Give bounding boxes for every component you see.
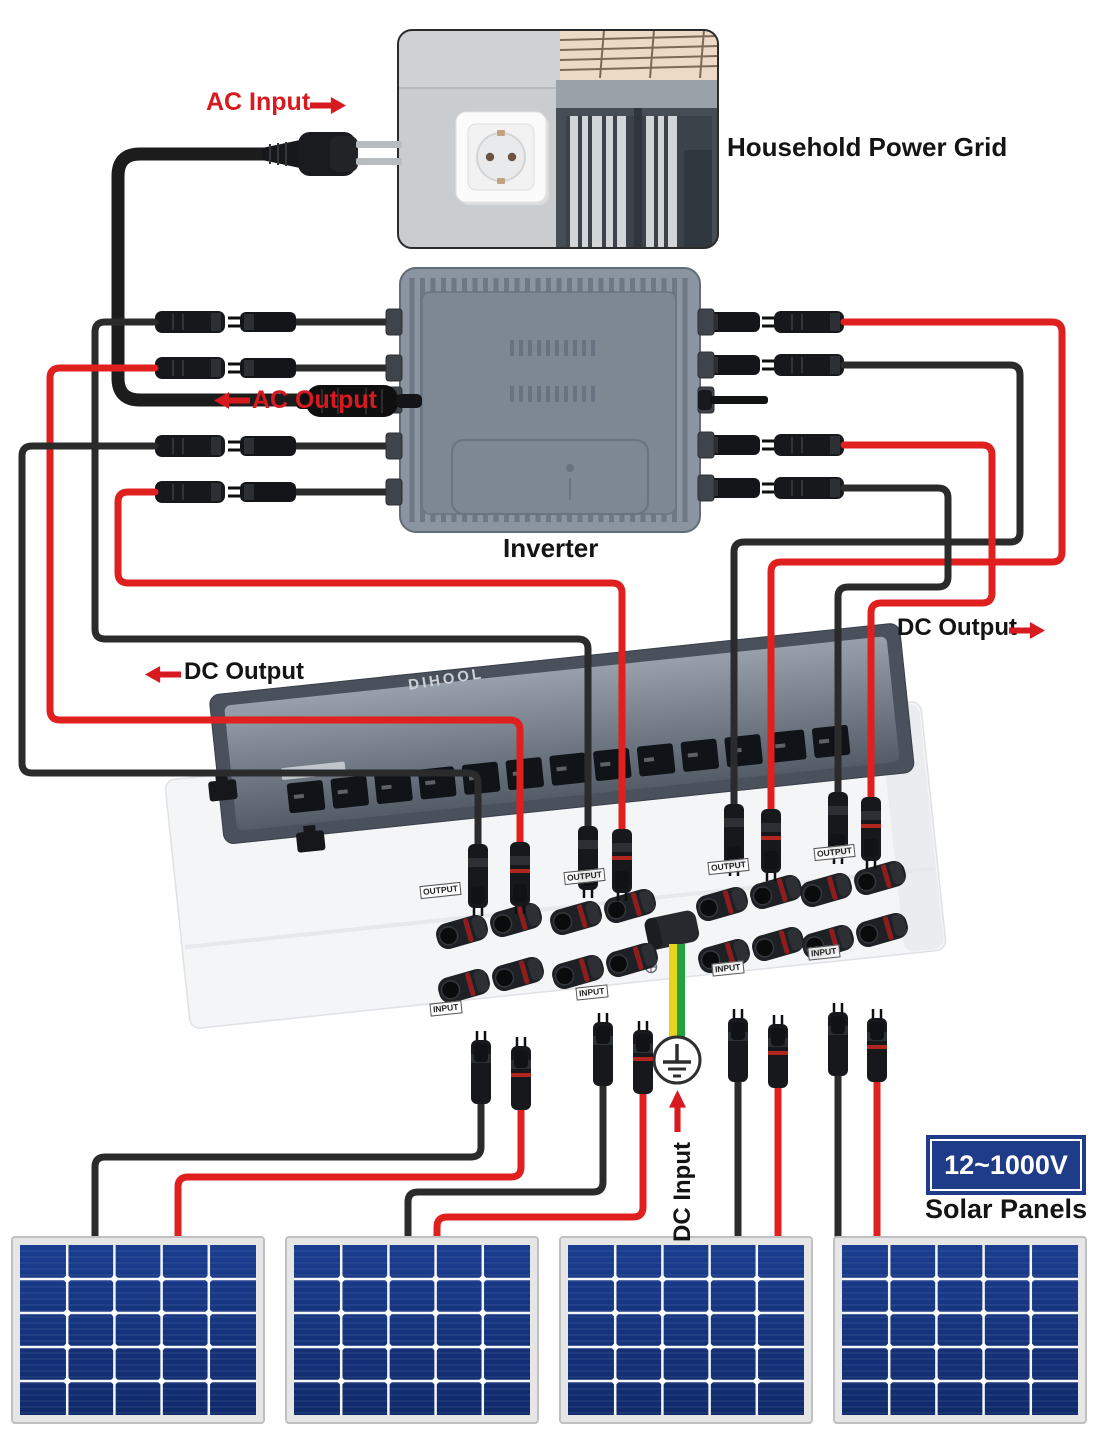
circuit-breaker [768,729,807,763]
mc4-connector [867,1009,887,1082]
ac-cable [111,147,317,407]
circuit-breaker [811,724,851,758]
bulkhead-connector [750,874,802,910]
mc4-connector [511,1037,531,1110]
mc4-connector [761,809,781,881]
mc4-connector [633,1021,653,1094]
inverter-port [697,431,715,459]
plug-prong [356,141,402,148]
solar-panel [559,1236,813,1424]
mc4-connector-pair [155,481,398,503]
bulkhead-connector [552,954,604,990]
mc4-connector [828,1003,848,1076]
bulkhead-connector [490,902,542,938]
earth-ground-icon [652,1035,702,1085]
inverter-port [697,351,715,379]
circuit-breaker [549,752,588,786]
ac-output-label: AC Output [252,386,377,414]
dc-input-label: DC Input [669,1142,696,1242]
dc-cables [18,318,1066,848]
antenna [698,390,768,410]
circuit-breaker [505,757,544,791]
circuit-breaker [286,780,326,814]
inverter-port [697,308,715,336]
bulkhead-connector [856,912,908,948]
solar-panel [11,1236,265,1424]
bulkhead-connector [800,872,852,908]
mc4-connector-pair [698,477,844,499]
mc4-connector [593,1013,613,1086]
ac-output-connector [296,385,422,417]
inverter-port [385,432,403,460]
inverter-port [385,354,403,382]
curtains [570,116,677,248]
mc4-connector [578,826,598,898]
circuit-breaker [593,747,632,781]
ac-input-label: AC Input [206,88,311,116]
solar-panels-label: Solar Panels [925,1194,1088,1224]
household-photo [398,30,718,248]
household-power-grid-label: Household Power Grid [727,132,1008,162]
plug-prong [356,158,402,165]
mc4-connector-pair [698,354,844,376]
panel-cables [91,1068,881,1244]
mc4-connector [471,1031,491,1104]
circuit-breaker [680,738,720,772]
bulkhead-connector [604,888,656,924]
mc4-connector-pair [698,311,844,333]
wall-socket [455,111,549,205]
circuit-breaker [330,775,369,809]
circuit-breaker [636,743,676,777]
mc4-connector [768,1015,788,1088]
mc4-connector [861,797,881,869]
bulkhead-connector [492,956,544,992]
bulkhead-connector [436,914,488,950]
mc4-connector [468,844,488,916]
mc4-connector [612,829,632,901]
bulkhead-connector [550,900,602,936]
mc4-connector [728,1009,748,1082]
inverter-port [385,308,403,336]
mc4-connector-pair [155,357,398,379]
inverter [399,267,701,533]
inverter-port [385,478,403,506]
ground-gland [644,910,700,950]
mc4-connector [510,842,530,914]
dc-output-left-label: DC Output [184,658,304,685]
voltage-badge: 12~1000V [930,1139,1082,1191]
bulkhead-connector [752,926,804,962]
dc-output-right-label: DC Output [897,614,1017,641]
solar-panel [285,1236,539,1424]
mc4-connector-pair [155,311,398,333]
ac-plug [262,132,402,176]
bulkhead-connector [696,886,748,922]
circuit-breaker [374,770,413,804]
circuit-breaker [724,734,763,768]
photo-border [397,29,719,249]
mc4-connector-pair [155,435,398,457]
inverter-label: Inverter [503,533,599,563]
inverter-port [697,474,715,502]
solar-panel [833,1236,1087,1424]
combiner-box [164,623,947,1029]
bulkhead-connector [606,942,658,978]
bulkhead-connector [438,968,490,1004]
ground-wire [669,944,685,1038]
mc4-connector-pair [698,434,844,456]
bulkhead-connector [854,860,906,896]
